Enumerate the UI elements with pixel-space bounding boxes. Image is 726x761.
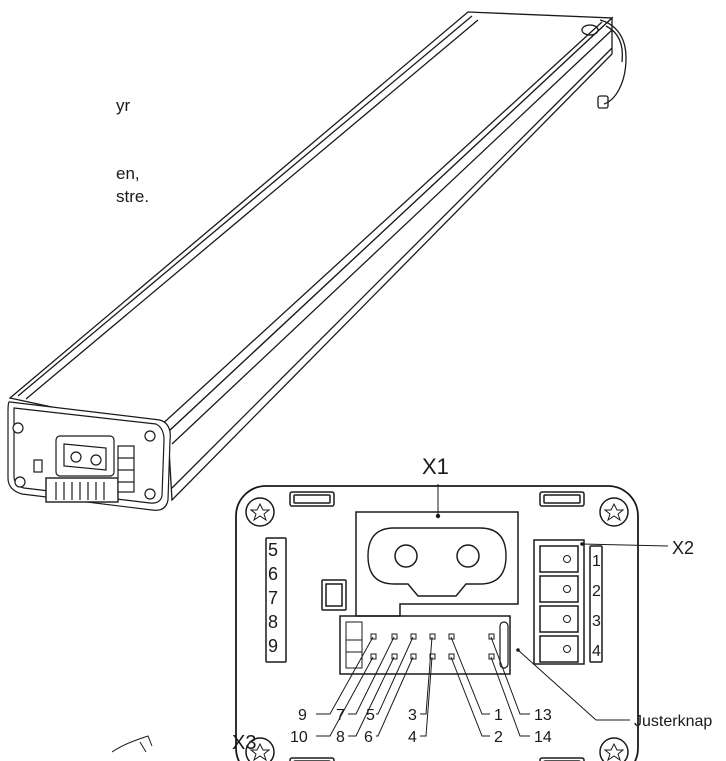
x3-callout-2: 2 (494, 729, 503, 746)
x3-callout-1: 1 (494, 707, 503, 724)
x2-pin-1: 1 (592, 553, 601, 570)
x3-callout-13: 13 (534, 707, 552, 724)
end-face-detail (235, 484, 669, 761)
x3-callout-5: 5 (366, 707, 375, 724)
x3-callout-8: 8 (336, 729, 345, 746)
screw-bottom-left (245, 737, 275, 761)
partial-text-line-1: yr (116, 96, 131, 115)
x2-pin-2: 2 (592, 583, 601, 600)
callout-leaders (316, 484, 669, 737)
x2-terminal (533, 539, 603, 665)
x3-callout-3: 3 (408, 707, 417, 724)
label-x3: X3 (232, 732, 256, 754)
side-number-6: 6 (268, 564, 278, 584)
partial-text-line-3: stre. (116, 187, 150, 206)
x3-callout-6: 6 (364, 729, 373, 746)
label-x1: X1 (422, 454, 449, 479)
x3-callout-14: 14 (534, 729, 552, 746)
x3-callout-9: 9 (298, 707, 307, 724)
side-number-9: 9 (268, 636, 278, 656)
x3-header (339, 615, 511, 675)
screw-top-right (599, 497, 629, 527)
x3-callout-10: 10 (290, 729, 308, 746)
x3-callout-7: 7 (336, 707, 345, 724)
end-face-small (7, 401, 171, 511)
side-number-7: 7 (268, 588, 278, 608)
actuator-housing (8, 11, 627, 502)
label-adjust-button: Justerknap (634, 713, 712, 730)
label-x2: X2 (672, 538, 694, 558)
x3-callout-4: 4 (408, 729, 417, 746)
side-number-8: 8 (268, 612, 278, 632)
screw-bottom-right (599, 737, 629, 761)
side-number-5: 5 (268, 540, 278, 560)
x2-pin-3: 3 (592, 613, 601, 630)
x2-pin-4: 4 (592, 643, 601, 660)
screw-top-left (245, 497, 275, 527)
partial-sketch (111, 735, 153, 753)
partial-text-line-2: en, (116, 164, 140, 183)
